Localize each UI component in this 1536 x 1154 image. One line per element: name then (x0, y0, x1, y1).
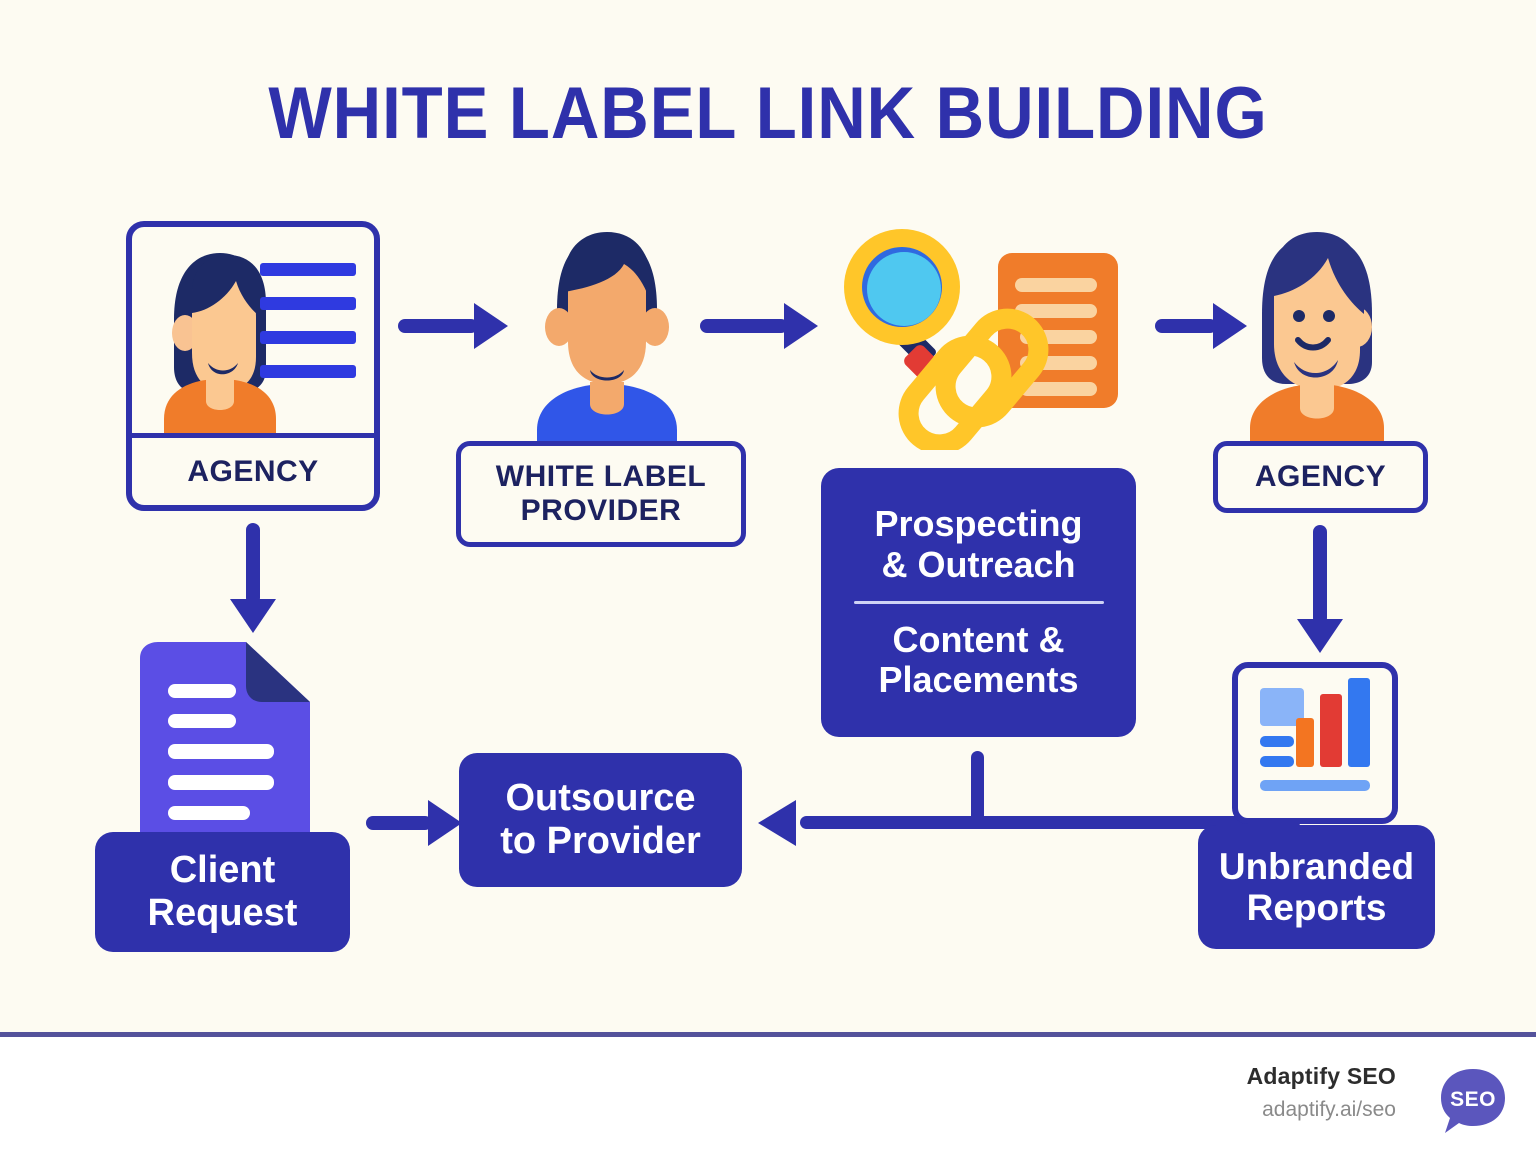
arrow-head (784, 303, 818, 349)
arrow-agency-to-provider (398, 303, 508, 349)
unbranded-reports-line1: Unbranded (1218, 845, 1415, 887)
node-agency-left-label: AGENCY (187, 454, 319, 488)
provider-label-line2: PROVIDER (520, 494, 682, 527)
client-request-line1: Client (169, 849, 276, 892)
prospecting-line4: Placements (878, 659, 1079, 701)
provider-label-line1: WHITE LABEL (495, 460, 707, 494)
prospecting-line1: Prospecting (874, 503, 1083, 545)
id-card-photo (132, 227, 374, 433)
node-agency-right-label: AGENCY (1254, 460, 1387, 494)
id-card-line (260, 365, 356, 378)
arrow-shaft (398, 319, 478, 333)
brand-url: adaptify.ai/seo (1262, 1098, 1396, 1121)
node-prospecting[interactable]: Prospecting & Outreach Content & Placeme… (821, 468, 1136, 737)
footer-divider (0, 1032, 1536, 1037)
seo-logo-icon: SEO (1435, 1063, 1511, 1139)
node-client-request[interactable]: Client Request (95, 832, 350, 952)
avatar-woman-icon (144, 241, 294, 433)
id-card-line (260, 331, 356, 344)
page-title: WHITE LABEL LINK BUILDING (268, 73, 1268, 154)
node-unbranded-reports[interactable]: Unbranded Reports (1198, 825, 1435, 949)
outsource-line2: to Provider (500, 820, 701, 862)
prospecting-line2: & Outreach (881, 543, 1076, 585)
prospecting-drop-line (971, 751, 984, 823)
document-folded-icon (128, 640, 320, 865)
arrow-provider-to-services (700, 303, 820, 349)
client-request-line2: Request (147, 892, 298, 934)
arrow-shaft (1155, 319, 1217, 333)
node-white-label-provider[interactable]: WHITE LABEL PROVIDER (456, 441, 746, 547)
arrow-head (1297, 619, 1343, 653)
arrow-shaft (1313, 525, 1327, 625)
svg-text:SEO: SEO (1450, 1088, 1496, 1111)
id-card-divider (132, 433, 374, 438)
arrow-client-request-to-outsource (366, 800, 466, 846)
node-agency-right[interactable]: AGENCY (1213, 441, 1428, 513)
id-card-lines (260, 263, 356, 399)
footer-bar (0, 1037, 1536, 1154)
arrow-head (474, 303, 508, 349)
unbranded-reports-line2: Reports (1246, 887, 1387, 928)
arrow-agency-right-to-reports (1297, 525, 1343, 653)
arrow-head (230, 599, 276, 633)
node-outsource[interactable]: Outsource to Provider (459, 753, 742, 887)
return-arrow-head (758, 800, 796, 846)
service-icon-cluster (830, 220, 1150, 455)
avatar-woman-icon (1222, 222, 1412, 452)
arrow-services-to-agency-right (1155, 303, 1265, 349)
brand-name: Adaptify SEO (1246, 1063, 1396, 1089)
chain-link-icon (898, 308, 1049, 455)
return-line-horizontal (800, 816, 1300, 829)
report-chart-icon (1232, 662, 1398, 824)
outsource-line1: Outsource (505, 777, 696, 820)
arrow-agency-left-to-client-request (230, 523, 276, 633)
prospecting-divider (853, 601, 1104, 604)
arrow-head (1213, 303, 1247, 349)
node-agency-left[interactable]: AGENCY (126, 221, 380, 511)
arrow-shaft (246, 523, 260, 605)
arrow-shaft (700, 319, 788, 333)
avatar-man-icon (512, 222, 702, 452)
arrow-head (428, 800, 462, 846)
arrow-shaft (366, 816, 432, 830)
id-card-line (260, 263, 356, 276)
prospecting-line3: Content & (892, 619, 1065, 660)
id-card-line (260, 297, 356, 310)
